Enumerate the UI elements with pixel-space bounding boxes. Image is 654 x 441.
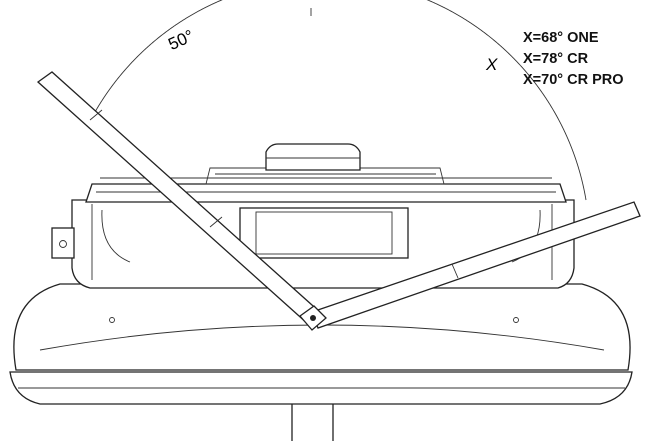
angle-label-x: X — [485, 55, 498, 74]
angle-arc — [94, 0, 587, 201]
spec-line-1: X=68° ONE — [523, 30, 599, 46]
pivot-point — [299, 305, 327, 331]
angle-label-50: 50° — [165, 26, 196, 54]
spec-line-3: X=70° CR PRO — [523, 72, 624, 88]
spec-line-2: X=78° CR — [523, 51, 589, 67]
device-body — [9, 143, 633, 441]
